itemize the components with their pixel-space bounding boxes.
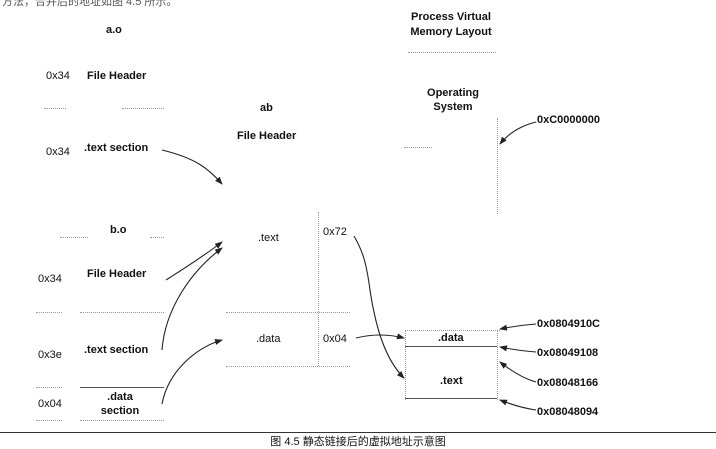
- arrow-b-text: [161, 247, 223, 351]
- file-name-ab: ab: [260, 102, 273, 114]
- os-label: Operating System: [427, 87, 479, 113]
- ab-text-size: 0x72: [323, 226, 347, 238]
- offset-b-data: 0x04: [38, 398, 62, 410]
- addr-08049108: 0x08049108: [537, 347, 599, 359]
- label-b-data: .data section: [100, 391, 140, 417]
- divider: [226, 312, 350, 313]
- mem-text-label: .text: [440, 375, 463, 387]
- addr-0804910c: 0x0804910C: [537, 318, 601, 330]
- divider: [60, 237, 88, 238]
- arrow-a-text: [161, 149, 223, 185]
- data-section-bottom: [405, 346, 497, 347]
- arrow-addr-4: [499, 399, 537, 411]
- caption-rule: [0, 432, 716, 433]
- divider: [122, 108, 164, 109]
- arrow-ab-data: [355, 333, 405, 340]
- label-b-header: File Header: [87, 268, 147, 280]
- arrow-addr-2: [499, 345, 537, 353]
- ab-file-header: File Header: [237, 130, 297, 142]
- divider: [44, 108, 66, 109]
- offset-a-header: 0x34: [46, 70, 70, 82]
- arrow-b-data: [161, 339, 223, 405]
- text-section-bottom: [405, 398, 497, 399]
- divider: [405, 330, 500, 331]
- divider: [404, 147, 432, 148]
- label-a-text: .text section: [84, 142, 149, 154]
- ab-text-label: .text: [258, 232, 279, 244]
- header-text: 方法，合并后的地址如图 4.5 所示。: [2, 0, 178, 8]
- divider: [226, 366, 350, 367]
- caption: 图 4.5 静态链接后的虚拟地址示意图: [270, 436, 446, 448]
- size-column-divider: [318, 212, 319, 366]
- divider: [150, 237, 164, 238]
- divider: [36, 312, 62, 313]
- offset-b-header: 0x34: [38, 273, 62, 285]
- memory-layout-title: Process Virtual Memory Layout: [410, 11, 492, 38]
- offset-a-text: 0x34: [46, 146, 70, 158]
- arrow-addr-1: [499, 323, 537, 331]
- divider: [80, 420, 164, 421]
- divider: [36, 420, 62, 421]
- label-a-header: File Header: [87, 70, 147, 82]
- mem-data-label: .data: [438, 332, 464, 344]
- file-name-a: a.o: [106, 24, 122, 36]
- addr-c0000000: 0xC0000000: [537, 114, 601, 126]
- addr-08048166: 0x08048166: [537, 377, 599, 389]
- addr-08048094: 0x08048094: [537, 406, 599, 418]
- offset-b-text: 0x3e: [38, 349, 62, 361]
- arrow-ab-text: [353, 235, 405, 379]
- label-b-text: .text section: [84, 344, 149, 356]
- divider: [80, 387, 164, 388]
- ab-data-size: 0x04: [323, 333, 347, 345]
- divider: [36, 387, 62, 388]
- divider: [80, 312, 164, 313]
- divider: [408, 52, 496, 53]
- memory-column-edge: [497, 330, 498, 400]
- arrow-addr-0: [499, 121, 537, 145]
- memory-column-edge: [497, 118, 498, 214]
- ab-data-label: .data: [256, 333, 281, 345]
- file-name-b: b.o: [110, 224, 127, 236]
- memory-column-edge: [405, 330, 406, 400]
- arrow-b-header: [165, 241, 223, 281]
- arrow-addr-3: [499, 361, 537, 383]
